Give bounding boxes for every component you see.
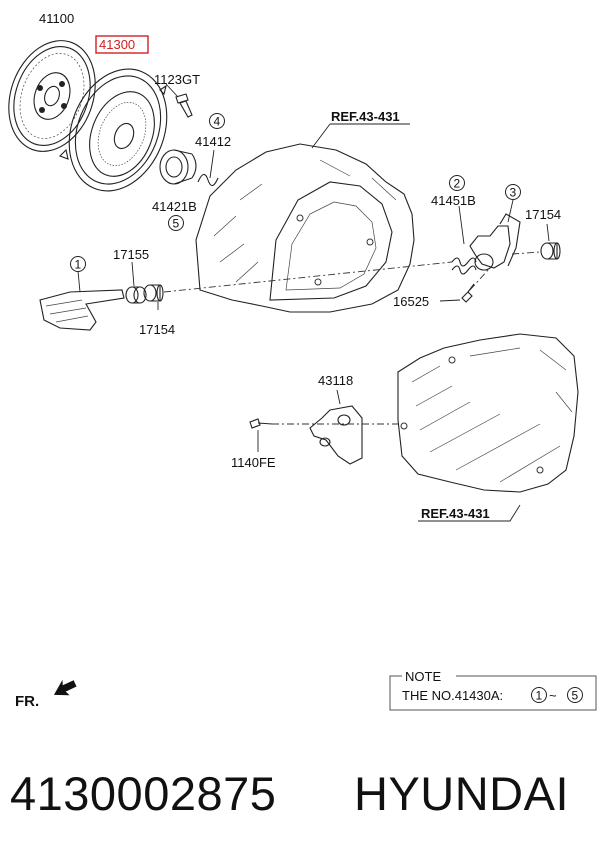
front-arrow-icon bbox=[53, 679, 77, 696]
note-range-end: 5 bbox=[572, 689, 579, 703]
callout-41451b: 41451B bbox=[431, 193, 476, 208]
highlight-box bbox=[95, 35, 149, 54]
brand-name: HYUNDAI bbox=[354, 767, 570, 820]
callout-41412: 41412 bbox=[195, 134, 231, 149]
bushing-left-part bbox=[143, 284, 164, 302]
front-direction-marker bbox=[53, 679, 77, 696]
note-text: THE NO.41430A: bbox=[402, 688, 503, 703]
front-label: FR. bbox=[15, 693, 39, 710]
release-lever-part bbox=[39, 289, 125, 331]
callout-17154-left: 17154 bbox=[139, 322, 175, 337]
note-range-separator: ~ bbox=[549, 688, 557, 703]
callout-1123gt: 1123GT bbox=[154, 72, 200, 87]
spring-part bbox=[197, 173, 219, 187]
circled-number-1: 1 bbox=[75, 258, 82, 272]
circled-number-5: 5 bbox=[173, 217, 180, 231]
callout-41100: 41100 bbox=[39, 11, 74, 26]
circled-number-4: 4 bbox=[214, 115, 221, 129]
part-number: 4130002875 bbox=[10, 767, 277, 820]
callout-41300-highlighted[interactable]: 41300 bbox=[99, 37, 135, 52]
transaxle-case-lower bbox=[397, 333, 579, 493]
circled-number-2: 2 bbox=[454, 177, 461, 191]
bracket-bolt-part bbox=[249, 418, 273, 429]
note-range-start: 1 bbox=[536, 689, 543, 703]
note-box: NOTE THE NO.41430A: 1 ~ 5 bbox=[389, 669, 597, 711]
release-bearing-part bbox=[159, 149, 197, 185]
bushing-right-part bbox=[540, 242, 561, 260]
axis-line-main bbox=[163, 261, 453, 293]
circled-number-3: 3 bbox=[510, 186, 517, 200]
callout-43118: 43118 bbox=[318, 373, 353, 388]
callout-17155: 17155 bbox=[113, 247, 149, 262]
callout-17154-right: 17154 bbox=[525, 207, 561, 222]
callout-41421b: 41421B bbox=[152, 199, 197, 214]
bracket-part bbox=[309, 405, 363, 465]
footer-caption: 4130002875 HYUNDAI bbox=[0, 758, 600, 848]
axis-line-bolt bbox=[469, 269, 489, 291]
fork-bolt-part bbox=[461, 283, 475, 303]
transaxle-case-upper bbox=[195, 143, 415, 313]
clutch-cover-part bbox=[59, 68, 168, 192]
ref-43-431-bottom[interactable]: REF.43-431 bbox=[421, 506, 490, 521]
note-title: NOTE bbox=[405, 669, 441, 684]
callout-1140fe: 1140FE bbox=[231, 455, 276, 470]
fork-assembly-part bbox=[469, 213, 521, 271]
cover-bolt-part bbox=[175, 93, 193, 118]
callout-16525: 16525 bbox=[393, 294, 429, 309]
axis-line-right bbox=[511, 251, 541, 255]
seal-part bbox=[125, 286, 147, 304]
clutch-disc-part bbox=[8, 40, 96, 152]
ref-43-431-top[interactable]: REF.43-431 bbox=[331, 109, 400, 124]
fork-spring-part bbox=[451, 257, 477, 275]
